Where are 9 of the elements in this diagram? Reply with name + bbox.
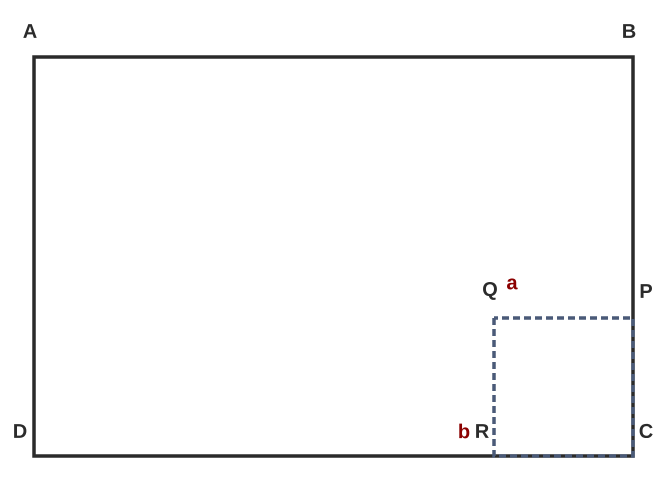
side-label: b [459,424,470,438]
side-label: a [507,278,518,290]
vertex-label: D [14,424,26,438]
vertex-label: C [640,424,653,438]
vertex-label: A [23,24,37,38]
vertex-label: R [476,424,489,438]
vertex-label: Q [483,282,497,300]
vertex-label: P [640,284,652,298]
vertex-label: B [623,24,636,38]
